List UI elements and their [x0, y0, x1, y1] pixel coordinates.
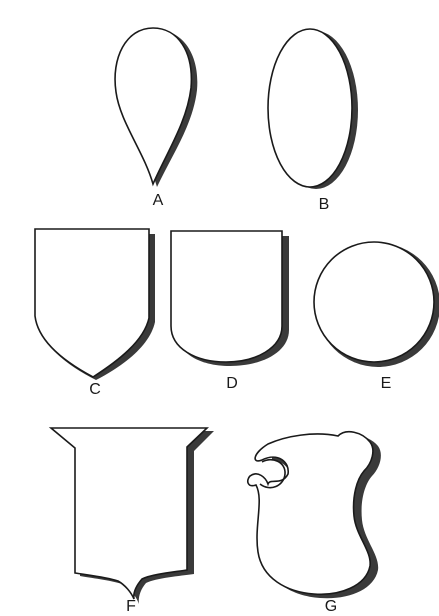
label-a: A	[143, 192, 173, 210]
label-b: B	[309, 196, 339, 214]
shape-e-circle	[314, 242, 439, 367]
label-f: F	[116, 598, 146, 616]
shape-b-oval	[268, 29, 358, 189]
label-d: D	[217, 375, 247, 393]
shape-a-teardrop	[115, 28, 197, 187]
label-c: C	[80, 381, 110, 399]
shape-g-bird-head	[248, 432, 381, 599]
label-e: E	[371, 375, 401, 393]
label-g: G	[316, 598, 346, 616]
shape-c-pointed-shield	[35, 229, 155, 380]
shape-f-flared-shield	[51, 428, 214, 604]
shape-d-rounded-shield	[171, 231, 289, 366]
